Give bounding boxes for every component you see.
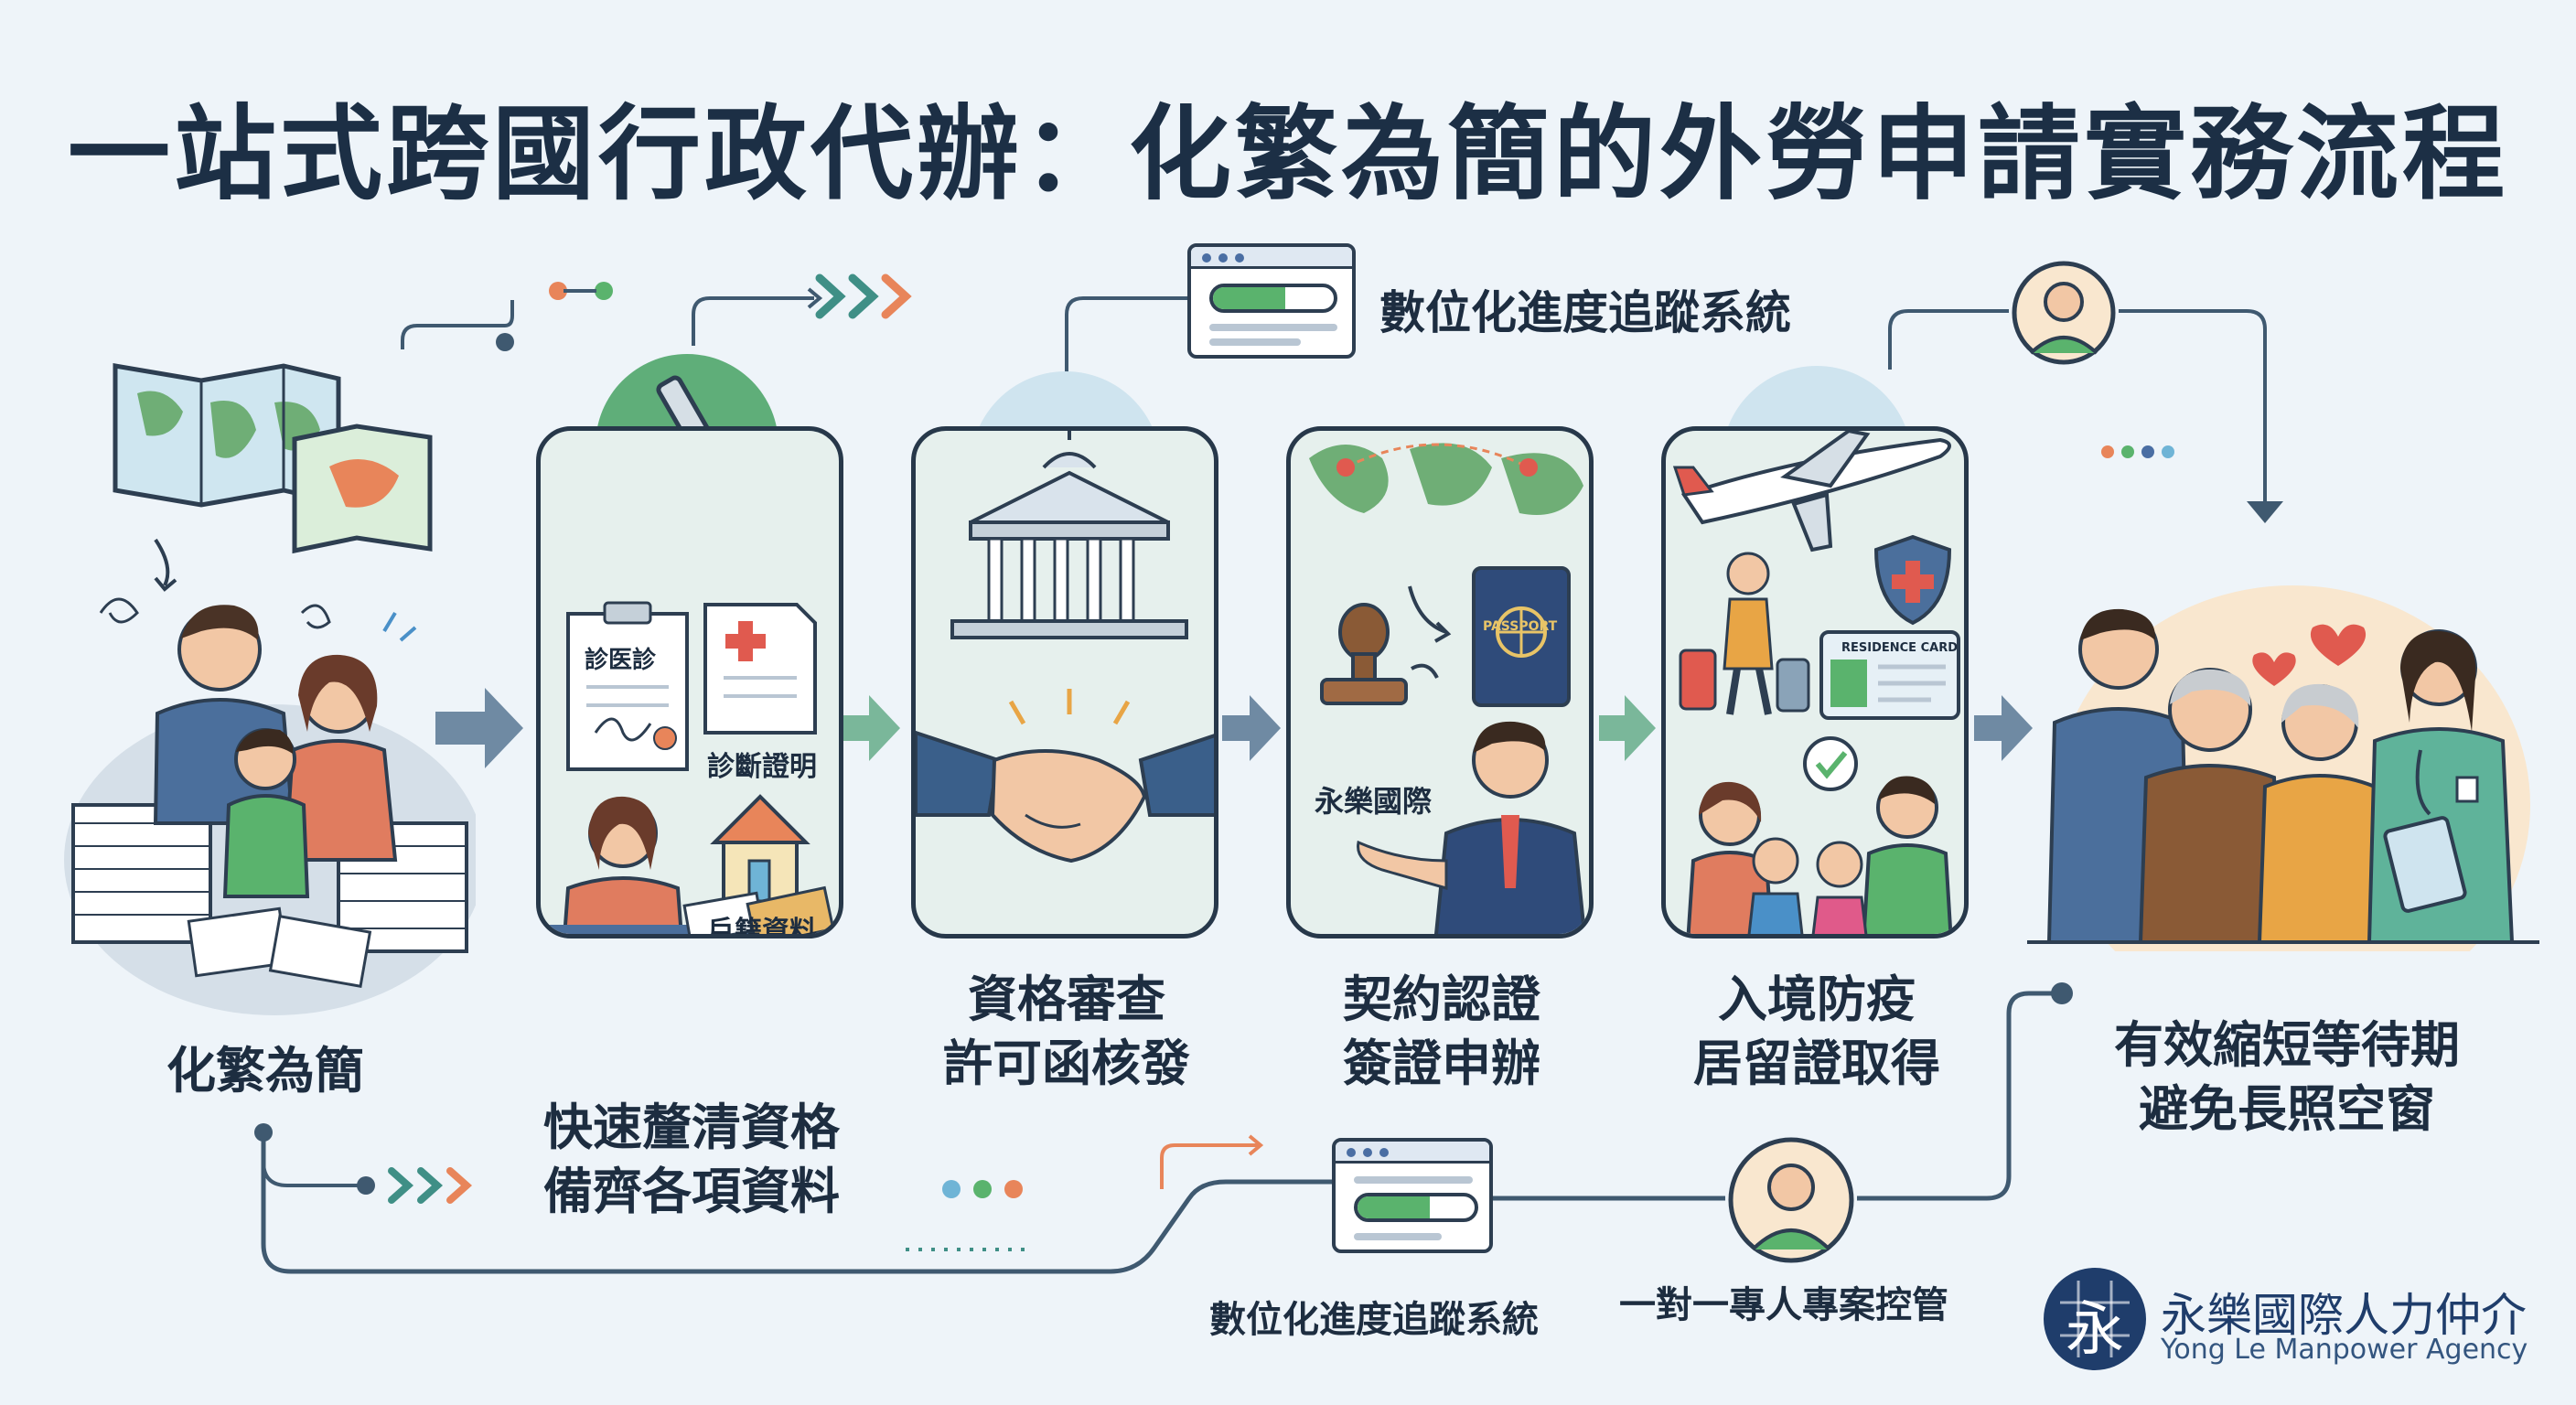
diagnosis-label: 診斷證明 bbox=[707, 751, 817, 783]
agency-sign-label: 永樂國際 bbox=[1315, 784, 1433, 819]
user-avatar-icon bbox=[2012, 261, 2116, 365]
top-tracker-progress-fill bbox=[1213, 287, 1286, 309]
happy-family-caregiver-illustration bbox=[2027, 585, 2539, 1024]
step-entry-panel: RESIDENCE CARD bbox=[1661, 426, 1969, 938]
step-qualify-panel: 診医診 診斷證明 戶籍資料 bbox=[536, 426, 843, 938]
bottom-tracker-window bbox=[1332, 1138, 1493, 1253]
one-on-one-label: 一對一專人專案控管 bbox=[1619, 1284, 1948, 1326]
region-map-icon bbox=[292, 424, 433, 554]
brand-name: 永樂國際人力仲介 bbox=[2161, 1289, 2527, 1342]
top-tracker-window bbox=[1187, 243, 1356, 359]
overwhelmed-family-illustration bbox=[64, 363, 485, 1015]
entry-residence-illustration bbox=[1672, 431, 1960, 934]
user-avatar-icon bbox=[1728, 1137, 1854, 1263]
bottom-tracker-label: 數位化進度追蹤系統 bbox=[1209, 1299, 1539, 1341]
step-contract-label: 契約認證 簽證申辦 bbox=[1343, 971, 1540, 1092]
advisor-avatar bbox=[1725, 1134, 1857, 1270]
household-label: 戶籍資料 bbox=[707, 916, 817, 938]
step-entry-label: 入境防疫 居留證取得 bbox=[1693, 971, 1940, 1092]
step-review-label: 資格審查 許可函核發 bbox=[943, 971, 1190, 1092]
passport-text: PASSPORT bbox=[1483, 619, 1558, 634]
step-simplify bbox=[55, 348, 485, 1024]
visa-passport-illustration bbox=[1309, 443, 1587, 934]
top-advisor-avatar bbox=[2009, 258, 2119, 371]
approval-handshake-illustration bbox=[916, 431, 1214, 863]
step-contract-panel: PASSPORT 永樂國際 bbox=[1286, 426, 1594, 938]
step-result-label: 有效縮短等待期 避免長照空窗 bbox=[2114, 1016, 2460, 1138]
bottom-tracker-progress-fill bbox=[1358, 1196, 1431, 1218]
agency-logo-icon bbox=[2044, 1268, 2146, 1370]
step-review-panel bbox=[911, 426, 1218, 938]
airplane-icon bbox=[1672, 431, 1951, 552]
brand-logo: 永 bbox=[2042, 1266, 2148, 1376]
step-qualify-label: 快速釐清資格 備齊各項資料 bbox=[543, 1099, 840, 1220]
brand-english-name: Yong Le Manpower Agency bbox=[2161, 1334, 2528, 1366]
top-tracker-label: 數位化進度追蹤系統 bbox=[1379, 286, 1791, 339]
step-arrows bbox=[435, 688, 2033, 768]
step-result-illustration bbox=[2027, 549, 2539, 1024]
step-simplify-label: 化繁為簡 bbox=[166, 1042, 364, 1099]
page-title: 一站式跨國行政代辦：化繁為簡的外勞申請實務流程 bbox=[68, 95, 2508, 214]
brand-logo-char: 永 bbox=[2066, 1296, 2124, 1364]
documents-illustration bbox=[541, 601, 839, 934]
residence-card-text: RESIDENCE CARD bbox=[1841, 641, 1958, 655]
medical-form-label: 診医診 bbox=[585, 647, 657, 674]
